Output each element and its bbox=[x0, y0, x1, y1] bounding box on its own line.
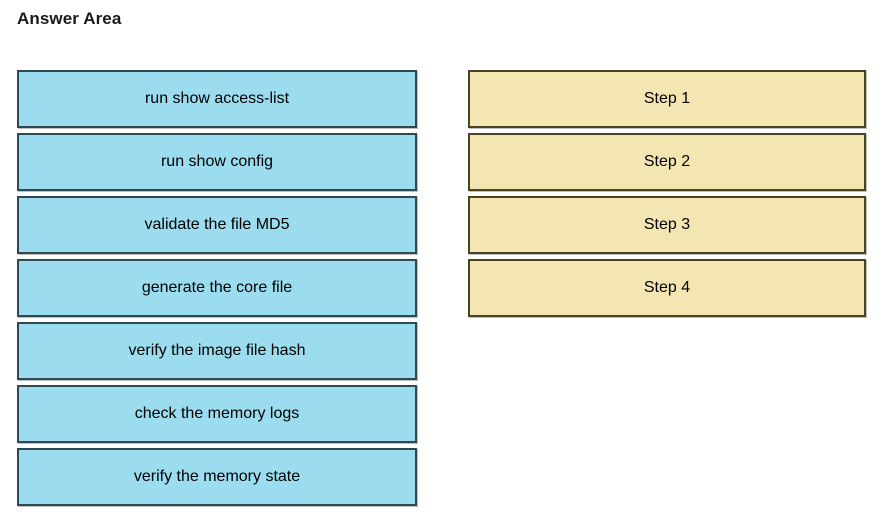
option-item[interactable]: verify the image file hash bbox=[17, 322, 417, 380]
option-item[interactable]: check the memory logs bbox=[17, 385, 417, 443]
option-item-label: run show config bbox=[160, 153, 274, 170]
step-slot[interactable]: Step 2 bbox=[468, 133, 866, 191]
steps-column: Step 1 Step 2 Step 3 Step 4 bbox=[468, 70, 866, 317]
option-item-label: generate the core file bbox=[141, 279, 293, 296]
option-item-label: run show access-list bbox=[144, 90, 290, 107]
step-slot-label: Step 2 bbox=[643, 153, 691, 170]
option-item[interactable]: run show config bbox=[17, 133, 417, 191]
option-item-label: check the memory logs bbox=[134, 405, 300, 422]
option-item[interactable]: verify the memory state bbox=[17, 448, 417, 506]
option-item-label: verify the memory state bbox=[133, 468, 301, 485]
option-item[interactable]: run show access-list bbox=[17, 70, 417, 128]
step-slot-label: Step 4 bbox=[643, 279, 691, 296]
option-item[interactable]: generate the core file bbox=[17, 259, 417, 317]
step-slot[interactable]: Step 3 bbox=[468, 196, 866, 254]
options-column: run show access-list run show config val… bbox=[17, 70, 417, 506]
page-title: Answer Area bbox=[17, 9, 122, 28]
option-item-label: validate the file MD5 bbox=[144, 216, 290, 233]
option-item[interactable]: validate the file MD5 bbox=[17, 196, 417, 254]
option-item-label: verify the image file hash bbox=[128, 342, 306, 359]
step-slot-label: Step 3 bbox=[643, 216, 691, 233]
step-slot[interactable]: Step 4 bbox=[468, 259, 866, 317]
step-slot-label: Step 1 bbox=[643, 90, 691, 107]
step-slot[interactable]: Step 1 bbox=[468, 70, 866, 128]
